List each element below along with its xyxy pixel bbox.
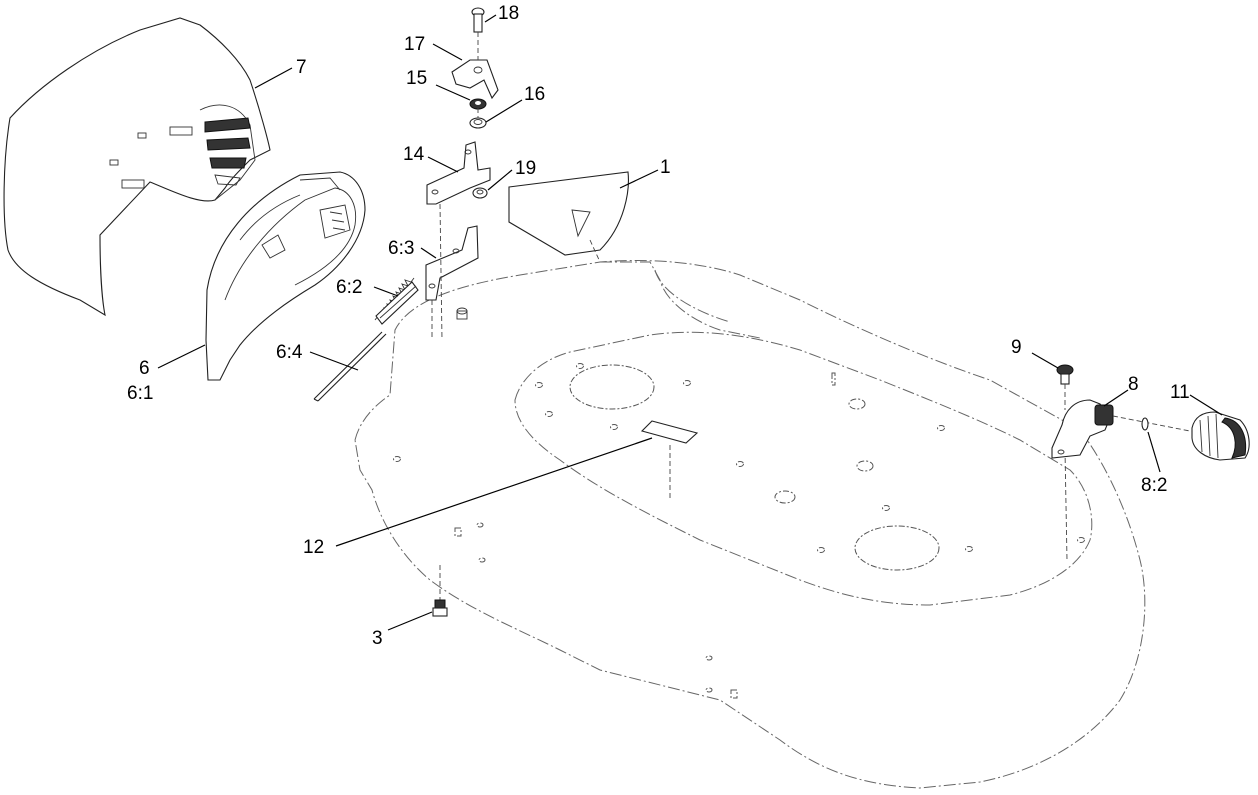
callout-17: 17: [404, 34, 425, 55]
bolt-part-3: [432, 565, 448, 617]
callout-15: 15: [406, 68, 427, 89]
decal-part-1: [508, 171, 629, 256]
elbow-fitting-part-8: [1051, 399, 1114, 459]
callout-6: 6: [139, 358, 150, 379]
chute-door-part-6: [205, 171, 366, 381]
callout-11: 11: [1170, 382, 1190, 403]
callout-6-1: 6:1: [127, 383, 153, 404]
knob-part-11: [1191, 411, 1250, 461]
callout-1: 1: [660, 157, 671, 178]
o-ring-part-8-2: [1141, 417, 1149, 431]
callout-19: 19: [515, 158, 536, 179]
washer-part-15: [469, 98, 487, 110]
decal-part-12: [640, 420, 699, 500]
callout-14: 14: [403, 144, 425, 165]
chute-deflector-part-7: [3, 17, 271, 317]
callout-9: 9: [1011, 337, 1022, 358]
bracket-part-6-3: [425, 225, 479, 301]
callout-6-3: 6:3: [388, 238, 414, 259]
callout-3: 3: [372, 628, 383, 649]
cam-part-17: [451, 59, 499, 100]
bracket-part-14: [426, 141, 491, 205]
leader-lines: [157, 14, 1223, 631]
bolt-part-18: [471, 7, 485, 33]
bolt-part-9: [1056, 364, 1074, 561]
nut-part-19: [472, 187, 488, 199]
callout-8-2: 8:2: [1141, 475, 1167, 496]
callout-7: 7: [296, 57, 307, 78]
callout-6-4: 6:4: [276, 342, 303, 363]
spring-washer-part-16: [469, 117, 487, 129]
callout-18: 18: [498, 3, 519, 24]
callout-labels: 1 3 6 6:1 6:2 6:3 6:4 7 8 8:2 9 11 12 14…: [127, 3, 1190, 649]
callout-6-2: 6:2: [336, 277, 362, 298]
callout-16: 16: [524, 84, 545, 105]
mower-deck: [354, 260, 1146, 789]
spring-part-6-2: [374, 277, 419, 325]
callout-12: 12: [303, 537, 324, 558]
callout-8: 8: [1128, 374, 1139, 395]
